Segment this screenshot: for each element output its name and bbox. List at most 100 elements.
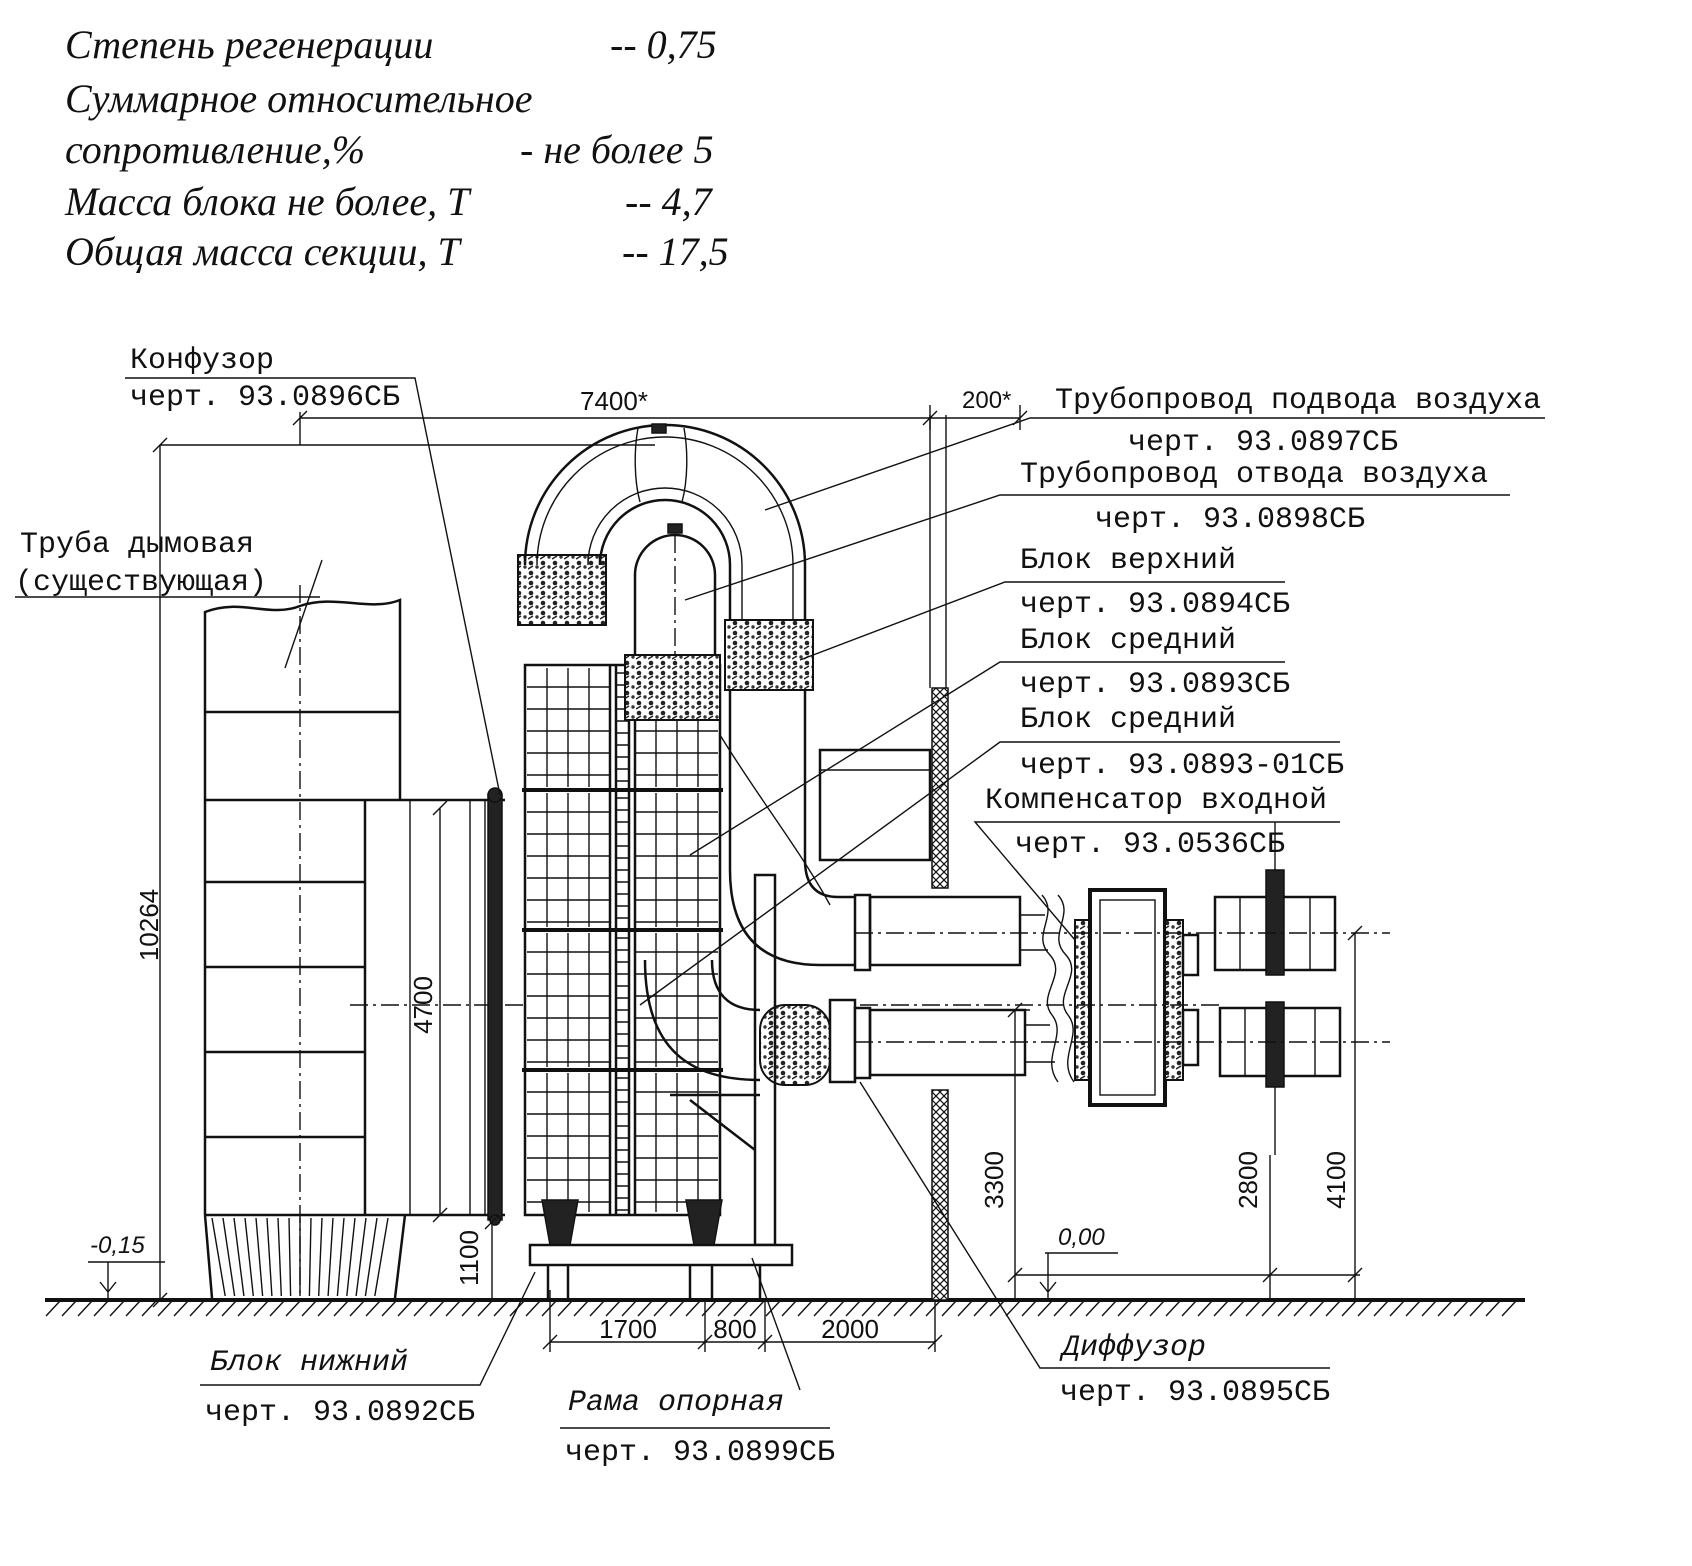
level-zero-label: 0,00 xyxy=(1058,1224,1105,1251)
chimney-section-joints xyxy=(205,710,505,1217)
lower-outlet-flange xyxy=(853,1006,872,1080)
dimension-span-1: 1700 xyxy=(599,1314,657,1344)
upper-block-left-flange xyxy=(517,554,607,626)
callout-diffuser-drawing: черт. 93.0895СБ xyxy=(1060,1376,1330,1410)
dimension-lower-axis-right: 2800 xyxy=(1233,1151,1263,1209)
level-base-marker xyxy=(88,1261,165,1298)
callout-compensator-name: Компенсатор входной xyxy=(985,784,1327,818)
dimension-line-spans xyxy=(542,1290,943,1352)
supply-pipe-joints xyxy=(634,427,688,503)
dimension-block-height: 4700 xyxy=(408,976,438,1034)
inlet-compensator-bellows xyxy=(1099,899,1156,1096)
confuser xyxy=(487,787,503,1226)
callouts: Конфузор черт. 93.0896СБ Трубопровод под… xyxy=(15,344,1545,1470)
tower-outline xyxy=(523,663,722,1217)
compensator-stub-upper xyxy=(1181,933,1200,977)
ground-hatching xyxy=(45,1300,1517,1317)
dimension-offset: 200* xyxy=(962,387,1011,414)
dimension-length: 7400* xyxy=(580,386,648,416)
lower-block-foot-right xyxy=(685,1199,723,1246)
tower-block-joints xyxy=(522,788,723,1072)
callout-middle-block-drawing: черт. 93.0893СБ xyxy=(1020,668,1290,702)
heat-exchanger-tower xyxy=(517,554,723,1246)
wall-column-lower xyxy=(931,1089,949,1301)
spec-value-resistance: - не более 5 xyxy=(520,127,713,172)
pipe-break-line-right xyxy=(1057,894,1075,1083)
air-piping xyxy=(523,423,872,1086)
level-base-label: -0,15 xyxy=(90,1232,145,1259)
callout-middle-block-01-name: Блок средний xyxy=(1020,703,1236,737)
outlet-pipes xyxy=(855,869,1390,1155)
level-marks: -0,15 0,00 xyxy=(88,1224,1118,1298)
dimension-span-2: 800 xyxy=(713,1314,756,1344)
supply-pipe-inner-wall xyxy=(598,498,732,620)
support-structure xyxy=(528,415,949,1301)
dimension-line-lower-axis-right xyxy=(1262,1155,1278,1300)
pipe-break-stubs xyxy=(1020,914,1055,1063)
dimension-line-lower-axis xyxy=(1000,1002,1360,1300)
leader-supply-pipe xyxy=(764,417,1545,511)
callout-support-frame-drawing: черт. 93.0899СБ xyxy=(565,1436,835,1470)
leader-support-frame xyxy=(560,1257,830,1429)
upper-block-right-flange xyxy=(724,619,814,691)
support-frame-beam xyxy=(528,1243,794,1267)
supply-pipe-inner-liner xyxy=(587,487,743,620)
wall-column-upper xyxy=(931,687,949,889)
leader-lower-block xyxy=(200,1271,536,1386)
dimension-lower-axis: 3300 xyxy=(979,1151,1009,1209)
tower-column-walls xyxy=(608,665,637,1215)
access-box xyxy=(818,748,932,862)
leader-diffuser xyxy=(859,1081,1330,1369)
leader-upper-block xyxy=(799,581,1285,661)
spec-label-section-mass: Общая масса секции, Т xyxy=(65,229,462,274)
ground xyxy=(45,1298,1525,1317)
diffuser-body xyxy=(759,1004,831,1086)
leader-compensator xyxy=(973,821,1340,941)
supply-leg-outer-wall xyxy=(803,690,858,899)
spec-label-resistance-line1: Суммарное относительное xyxy=(65,76,532,121)
return-pipe-top-lug xyxy=(667,523,683,534)
spec-value-block-mass: -- 4,7 xyxy=(625,179,714,224)
supply-leg-liner xyxy=(719,734,831,906)
spec-label-resistance-line2: сопротивление,% xyxy=(65,127,365,172)
dimension-total-height: 10264 xyxy=(134,889,164,961)
spec-value-section-mass: -- 17,5 xyxy=(622,229,729,274)
callout-return-pipe-name: Трубопровод отвода воздуха xyxy=(1020,458,1488,492)
chimney-foundation-edges xyxy=(203,1214,407,1299)
callout-diffuser-name: Диффузор xyxy=(1059,1331,1206,1365)
lower-pipe-gasket xyxy=(1265,1001,1285,1088)
callout-compensator-drawing: черт. 93.0536СБ xyxy=(1015,828,1285,862)
callout-confuser-name: Конфузор xyxy=(130,344,274,378)
chimney-outline xyxy=(203,598,402,1215)
support-frame-legs xyxy=(546,1265,762,1298)
dimension-line-frame-height xyxy=(484,1214,500,1300)
pipe-break-line-left xyxy=(1041,894,1059,1083)
supply-leg-inner-wall xyxy=(728,690,858,967)
level-zero-marker xyxy=(1039,1252,1118,1298)
leader-confuser xyxy=(125,377,501,796)
leader-chimney xyxy=(15,559,323,669)
dimension-line-length xyxy=(292,405,1028,445)
chimney-foundation xyxy=(211,1217,389,1297)
confuser-top-flange xyxy=(487,787,503,803)
callout-return-pipe-drawing: черт. 93.0898СБ xyxy=(1095,503,1365,537)
lower-elbow-outer-wall xyxy=(643,959,761,1082)
dimensions: 7400* 200* 10264 4700 1100 3300 2800 410… xyxy=(134,386,1363,1352)
confuser-body xyxy=(487,794,503,1221)
leader-middle-block-01 xyxy=(639,741,1340,1006)
compensator-flange-right xyxy=(1164,919,1184,1081)
leader-return-pipe xyxy=(684,494,1510,601)
callout-lower-block-drawing: черт. 93.0892СБ xyxy=(205,1396,475,1430)
supply-pipe-top-lug xyxy=(651,423,667,434)
upper-outlet-pipe xyxy=(868,895,1022,967)
callout-upper-block-drawing: черт. 93.0894СБ xyxy=(1020,588,1290,622)
spec-value-regeneration: -- 0,75 xyxy=(610,22,717,67)
leader-middle-block xyxy=(689,661,1285,856)
callout-confuser-drawing: черт. 93.0896СБ xyxy=(130,381,400,415)
dimension-frame-height: 1100 xyxy=(454,1230,484,1286)
callout-chimney-name: Труба дымовая xyxy=(20,528,254,562)
callout-lower-block-name: Блок нижний xyxy=(210,1346,408,1380)
dimension-line-upper-axis xyxy=(1347,925,1363,1300)
dimension-line-block-height xyxy=(432,800,448,1223)
dimension-line-total-height xyxy=(152,437,655,1308)
